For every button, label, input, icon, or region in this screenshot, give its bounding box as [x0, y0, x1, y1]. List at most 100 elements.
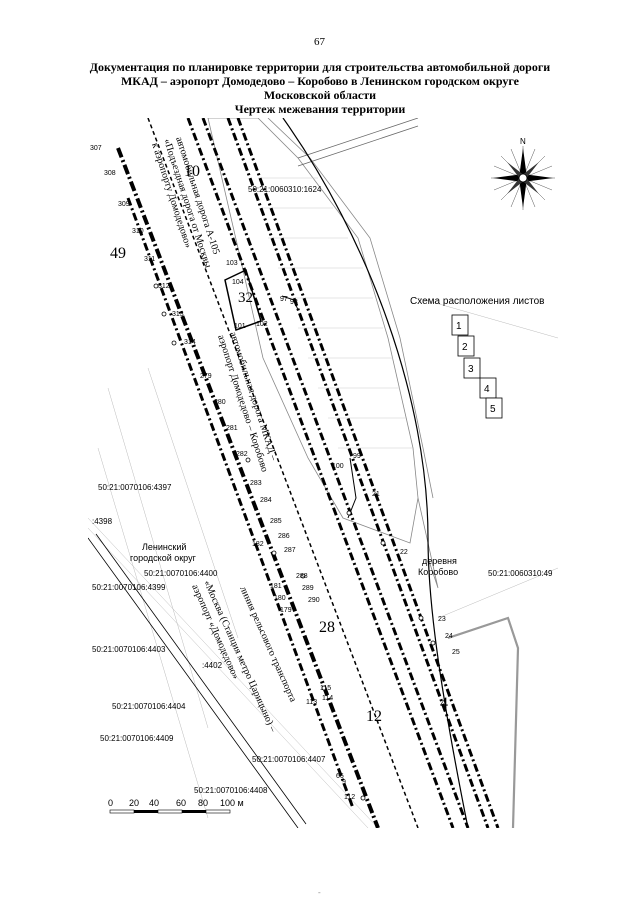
point-number: 314: [184, 339, 196, 346]
point-number: 102: [256, 321, 268, 328]
point-number: 287: [284, 547, 296, 554]
terrain-lines: [88, 297, 558, 828]
point-number: 113: [306, 699, 317, 706]
boundary-curve: [282, 118, 469, 828]
point-number: 99: [353, 453, 361, 460]
point-number: 114: [322, 695, 333, 702]
parcel-32: [224, 268, 262, 331]
cadastral-label: 50:21:0070106:4397: [98, 483, 172, 492]
compass-north-label: N: [520, 137, 526, 146]
sheet-number: 5: [490, 404, 496, 415]
svg-text:Коробово: Коробово: [418, 567, 458, 577]
page-number: 67: [314, 36, 325, 48]
road-a105-label: автомобильная дорога А-105 «Подъездная д…: [149, 136, 221, 270]
zone-number: 12: [366, 708, 382, 725]
sheet-number: 3: [468, 364, 474, 375]
header-line-2: МКАД – аэропорт Домодедово – Коробово в …: [120, 74, 519, 88]
point-number: 180: [274, 595, 286, 602]
point-number: 115: [320, 685, 331, 692]
point-number: 66: [336, 773, 344, 780]
point-number: 312: [158, 283, 170, 290]
zone-number: 49: [110, 245, 126, 262]
point-number: 181: [270, 583, 282, 590]
point-number: 23: [438, 616, 446, 623]
point-number: 284: [260, 497, 272, 504]
point-labels: 307 308 309 310 311 312 313 314 279 280 …: [90, 145, 460, 801]
point-number: 104: [232, 279, 244, 286]
parcel-hatching: [258, 177, 412, 449]
point-number: 285: [270, 518, 282, 525]
rail-line: [88, 533, 307, 828]
svg-text:100 м: 100 м: [220, 798, 244, 808]
svg-text:0: 0: [108, 798, 113, 808]
point-number: 97: [280, 296, 288, 303]
point-number: 101: [234, 323, 246, 330]
point-number: 9: [342, 779, 346, 786]
point-number: 288: [296, 573, 308, 580]
sheet-number: 2: [462, 342, 468, 353]
local-road: [447, 616, 520, 828]
point-number: 281: [226, 425, 238, 432]
svg-text:80: 80: [198, 798, 208, 808]
point-number: 179: [280, 607, 292, 614]
point-number: 309: [118, 201, 130, 208]
footer-mark: -: [318, 888, 321, 897]
cadastral-label: 50:21:0070106:4400: [144, 569, 218, 578]
district-label: Ленинский городской округ: [130, 542, 197, 563]
point-number: 103: [226, 260, 238, 267]
zone-labels: 10 49 32 28 12 4: [110, 163, 448, 725]
zone-number: 32: [238, 290, 253, 306]
point-number: 286: [278, 533, 290, 540]
village-label: деревня Коробово: [418, 556, 458, 577]
svg-text:городской округ: городской округ: [130, 553, 197, 563]
svg-text:60: 60: [176, 798, 186, 808]
cadastral-label: 50:21:0060310:1624: [248, 185, 322, 194]
point-number: 290: [308, 597, 320, 604]
rail-label: линия рельсового транспорта «Москва (Ста…: [189, 579, 298, 735]
sheet-scheme: Схема расположения листов 1 2 3 4 5: [410, 296, 544, 419]
rail-label-line: линия рельсового транспорта: [237, 585, 298, 705]
point-number: 100: [332, 463, 344, 470]
cadastral-label: 50:21:0070106:4399: [92, 583, 166, 592]
point-number: 311: [144, 256, 155, 263]
point-number: 282: [236, 451, 248, 458]
point-number: 280: [214, 399, 226, 406]
point-number: 307: [90, 145, 102, 152]
cadastral-labels: 50:21:0060310:1624 50:21:0070106:4397 :4…: [92, 185, 553, 795]
svg-text:40: 40: [149, 798, 159, 808]
point-number: 308: [104, 170, 116, 177]
point-number: 112: [344, 794, 355, 801]
point-number: 283: [250, 480, 262, 487]
parcel-97-98: [281, 295, 299, 311]
point-markers: [153, 283, 436, 801]
zone-number: 10: [184, 163, 200, 180]
cadastral-label: 50:21:0070106:4404: [112, 702, 186, 711]
point-number: 279: [200, 373, 212, 380]
point-number: 310: [132, 228, 144, 235]
cadastral-label: 50:21:0070106:4407: [252, 755, 326, 764]
header-line-4: Чертеж межевания территории: [234, 102, 406, 116]
road-boundaries: [116, 118, 500, 828]
sheet-number: 1: [456, 321, 462, 332]
zone-number: 28: [319, 619, 335, 636]
document-header: Документация по планировке территории дл…: [40, 60, 600, 116]
point-number: 313: [172, 311, 184, 318]
point-number: 22: [400, 549, 408, 556]
compass-rose-icon: N: [491, 137, 555, 210]
svg-text:деревня: деревня: [422, 556, 457, 566]
point-number: 24: [445, 633, 453, 640]
scale-bar: 0 20 40 60 80 100 м: [108, 798, 244, 814]
cadastral-label: 50:21:0070106:4408: [194, 786, 268, 795]
svg-text:Ленинский: Ленинский: [142, 542, 186, 552]
point-number: 98: [290, 299, 298, 306]
point-number: 21: [372, 491, 380, 498]
header-line-1: Документация по планировке территории дл…: [89, 60, 551, 74]
sheet-scheme-title: Схема расположения листов: [410, 296, 544, 307]
cadastral-label: 50:21:0060310:49: [488, 569, 553, 578]
sheet-number: 4: [484, 384, 490, 395]
cadastral-label: :4398: [92, 517, 113, 526]
cadastral-label: 50:21:0070106:4409: [100, 734, 174, 743]
point-number: 25: [452, 649, 460, 656]
header-line-3: Московской области: [263, 88, 377, 102]
svg-text:20: 20: [129, 798, 139, 808]
